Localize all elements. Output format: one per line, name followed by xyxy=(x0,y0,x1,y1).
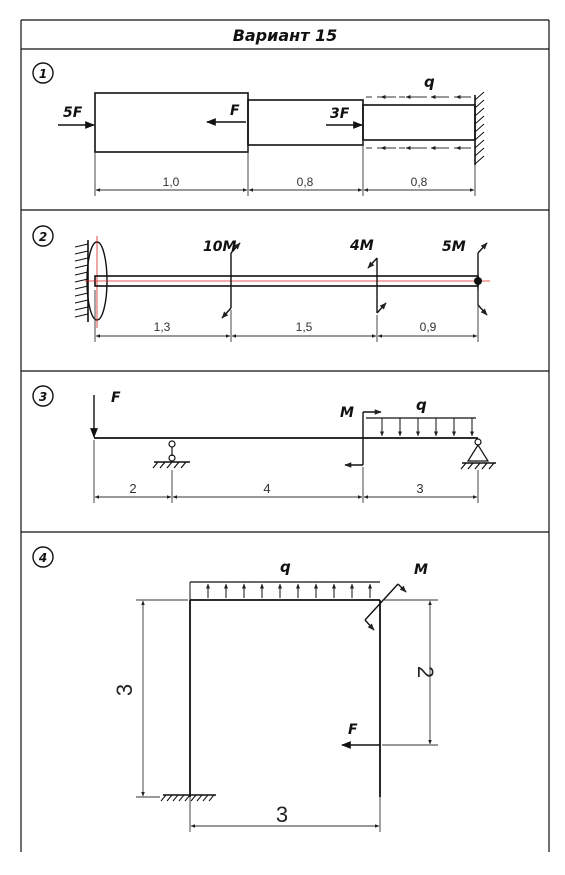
distributed-load-q xyxy=(366,417,476,437)
moment-m-label: M xyxy=(340,405,354,421)
fixed-wall xyxy=(474,91,485,165)
moment-m xyxy=(364,583,407,631)
q-label: q xyxy=(424,73,435,91)
dimension-lines xyxy=(94,140,476,196)
roller-support xyxy=(152,440,190,469)
problem-number: 4 xyxy=(38,551,47,565)
moment-m-label: M xyxy=(414,562,428,578)
torque-10m xyxy=(221,242,241,319)
problem-number-circle xyxy=(32,385,54,407)
problem-number-circle xyxy=(32,546,54,568)
dim-2: 1,5 xyxy=(296,320,313,334)
problem-2: 2 10M xyxy=(32,225,490,342)
torque-10m-label: 10M xyxy=(203,239,236,255)
dim-left-height: 3 xyxy=(112,684,137,696)
dim-1: 1,3 xyxy=(154,320,171,334)
torque-4m-label: 4M xyxy=(349,238,374,254)
dimension-lines xyxy=(94,290,479,342)
pin-support xyxy=(460,438,496,470)
force-3f-label: 3F xyxy=(330,106,350,122)
force-5f-label: 5F xyxy=(63,105,83,121)
problem-4: 4 xyxy=(32,546,438,832)
fixed-support xyxy=(160,794,216,802)
dim-3: 0,8 xyxy=(411,175,428,189)
dim-right-height: 2 xyxy=(413,666,438,678)
dim-1: 2 xyxy=(129,481,136,496)
problem-number: 1 xyxy=(39,67,47,81)
distributed-load-q xyxy=(189,581,380,600)
dimension-lines xyxy=(136,599,438,832)
torque-4m xyxy=(367,257,387,314)
problem-1: 1 5F F 3F xyxy=(32,62,485,196)
force-f-label: F xyxy=(348,722,358,738)
force-f-label: F xyxy=(111,390,121,406)
dim-2: 0,8 xyxy=(297,175,314,189)
torque-5m-label: 5M xyxy=(442,239,466,255)
dim-3: 3 xyxy=(416,481,423,496)
dimension-lines xyxy=(93,440,479,503)
q-label: q xyxy=(280,558,291,576)
moment-m xyxy=(344,409,382,468)
stepped-bar xyxy=(94,92,476,153)
dim-1: 1,0 xyxy=(163,175,180,189)
table-frame xyxy=(20,19,550,852)
problem-3: 3 F xyxy=(32,385,496,503)
dim-3: 0,9 xyxy=(420,320,437,334)
q-label: q xyxy=(416,396,427,414)
distributed-load-q xyxy=(366,95,472,150)
force-f-label: F xyxy=(230,103,240,119)
problem-number-circle xyxy=(32,62,54,84)
portal-frame xyxy=(189,599,381,797)
problem-number: 3 xyxy=(39,390,47,404)
problem-number-circle xyxy=(32,225,54,247)
dim-width: 3 xyxy=(276,802,288,827)
variant-title: Вариант 15 xyxy=(233,26,338,45)
problem-number: 2 xyxy=(39,230,47,244)
dim-2: 4 xyxy=(263,481,270,496)
